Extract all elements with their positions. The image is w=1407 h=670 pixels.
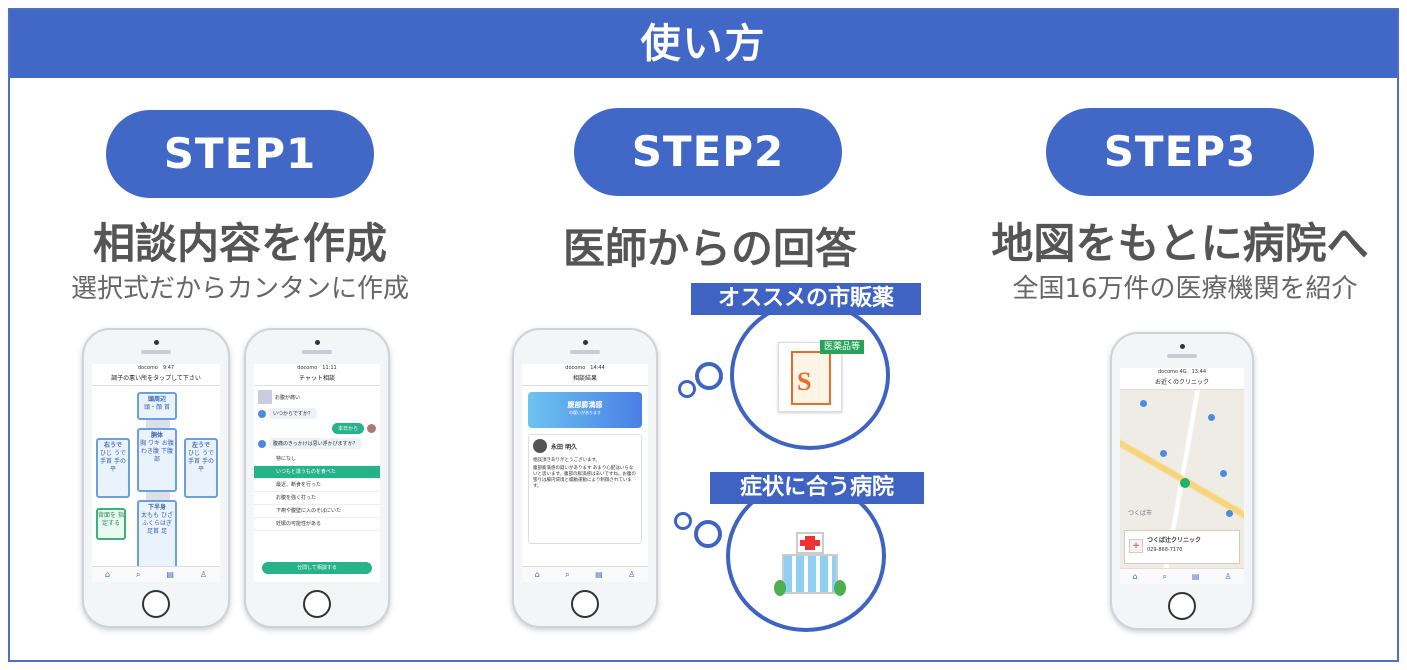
bot-avatar-icon [258, 439, 266, 448]
option-item-selected[interactable]: いつもと違うものを食べた [254, 466, 380, 479]
body-part-head[interactable]: 頭周辺頭・顔 首 [137, 392, 177, 420]
phone-body-map: docomo 9:47 調子の悪い所をタップして下さい 頭周辺頭・顔 首 胴体胸… [82, 328, 230, 628]
stomach-icon [258, 390, 272, 404]
body-map-screen: docomo 9:47 調子の悪い所をタップして下さい 頭周辺頭・顔 首 胴体胸… [92, 364, 220, 582]
hospital-icon: + [1129, 539, 1143, 553]
home-button [1168, 592, 1196, 620]
answer-text: 腹部膨満感の疑いがあります あまり心配はいらないと思います。腹部の膨満感は辛いで… [533, 466, 636, 489]
clinic-pin-icon[interactable] [1140, 400, 1147, 407]
step2-badge: STEP2 [574, 108, 842, 196]
result-screen: docomo 14:44 相談結果 腹部膨満感 の疑いがあります 永田 明久 相… [522, 364, 648, 582]
home-icon[interactable]: ⌂ [104, 570, 111, 579]
medicine-tag: オススメの市販薬 [691, 283, 921, 315]
user-avatar-icon [367, 424, 376, 433]
phone-chat: docomo 11:11 チャット相談 お腹が痛い いつからですか？ 本日から … [244, 328, 390, 628]
option-item[interactable]: 特になし [254, 453, 380, 466]
chat-screen: docomo 11:11 チャット相談 お腹が痛い いつからですか？ 本日から … [254, 364, 380, 582]
clinic-pin-icon[interactable] [1160, 450, 1167, 457]
tab-bar: ⌂ ⌕ ▤ ♙ [522, 566, 648, 582]
map-title: お近くのクリニック [1120, 376, 1244, 390]
home-icon[interactable]: ⌂ [534, 570, 540, 579]
map-area[interactable]: つくば市 + つくば辻クリニック 029-868-7170 [1120, 390, 1244, 568]
bot-avatar-icon [258, 409, 266, 418]
option-item[interactable]: お腹を強く打った [254, 492, 380, 505]
step3-badge: STEP3 [1046, 108, 1314, 196]
map-city-label: つくば市 [1128, 510, 1153, 517]
hospital-icon [774, 532, 846, 604]
chat-title: チャット相談 [254, 372, 380, 386]
document-icon[interactable]: ▤ [166, 570, 174, 579]
body-map-title: 調子の悪い所をタップして下さい [92, 372, 220, 386]
home-button [571, 590, 599, 618]
search-icon[interactable]: ⌕ [135, 569, 141, 579]
user-icon[interactable]: ♙ [199, 570, 208, 579]
result-title: 相談結果 [522, 372, 648, 386]
clinic-pin-icon[interactable] [1226, 510, 1233, 517]
step1-title: 相談内容を作成 [92, 219, 387, 268]
search-icon[interactable]: ⌕ [565, 569, 570, 579]
clinic-pin-icon[interactable] [1220, 470, 1227, 477]
diagnosis-card: 腹部膨満感 の疑いがあります [528, 392, 642, 428]
home-button [303, 590, 331, 618]
phone-result: docomo 14:44 相談結果 腹部膨満感 の疑いがあります 永田 明久 相… [512, 328, 658, 628]
step3-subtitle: 全国16万件の医療機関を紹介 [1012, 274, 1358, 304]
submit-button[interactable]: 仕問して相談する [262, 562, 372, 574]
clinic-pin-icon[interactable] [1208, 414, 1215, 421]
step1-badge: STEP1 [106, 110, 374, 198]
clinic-info-card[interactable]: + つくば辻クリニック 029-868-7170 [1124, 530, 1240, 564]
phone-clinic-map: docomo 4G 13:44 お近くのクリニック つくば市 + つくば辻クリニ… [1110, 332, 1254, 630]
option-item[interactable]: 妊娠の可能性がある [254, 518, 380, 531]
step2-title: 医師からの回答 [562, 224, 857, 273]
doctor-name: 永田 明久 [551, 443, 578, 451]
option-item[interactable]: 最近、断食を行った [254, 479, 380, 492]
clinic-phone[interactable]: 029-868-7170 [1147, 547, 1183, 553]
infographic-frame: 使い方 STEP1 STEP2 STEP3 相談内容を作成 選択式だからカンタン… [8, 8, 1399, 662]
tab-bar: ⌂ ⌕ ▤ ♙ [1120, 568, 1244, 584]
body-part-torso[interactable]: 胴体胸 ワキ お腹 わき腹 下腹部 [137, 428, 177, 492]
thought-dot [678, 380, 696, 398]
thought-dot [674, 512, 692, 530]
search-icon[interactable]: ⌕ [1162, 571, 1167, 581]
map-icon[interactable]: ▤ [1191, 572, 1200, 581]
document-icon[interactable]: ▤ [595, 570, 603, 579]
step3-title: 地図をもとに病院へ [991, 219, 1369, 268]
doctor-answer-card: 永田 明久 相談頂きありがとうございます。 腹部膨満感の疑いがあります あまり心… [528, 434, 642, 544]
body-part-left-arm[interactable]: 左うでひじ うで 手首 手の平 [184, 438, 218, 498]
map-screen: docomo 4G 13:44 お近くのクリニック つくば市 + つくば辻クリニ… [1120, 368, 1244, 584]
option-item[interactable]: 下痢や腹壁に入のそばにいた [254, 505, 380, 518]
chat-answer-1: 本日から [331, 423, 364, 434]
clinic-name: つくば辻クリニック [1147, 537, 1202, 544]
user-icon[interactable]: ♙ [628, 570, 636, 579]
medicine-badge: 医薬品等 [820, 340, 865, 354]
step1-subtitle: 選択式だからカンタンに作成 [70, 274, 409, 304]
thanks-text: 相談頂きありがとうございます。 [533, 458, 601, 463]
user-icon[interactable]: ♙ [1224, 572, 1232, 581]
body-part-lower[interactable]: 下半身太もも ひざ ふくらはぎ 足首 足 [137, 500, 177, 570]
thought-dot [695, 362, 723, 390]
chat-question-1: いつからですか？ [269, 408, 317, 419]
home-icon[interactable]: ⌂ [1132, 572, 1138, 581]
page-title: 使い方 [10, 10, 1397, 78]
tab-bar: ⌂ ⌕ ▤ ♙ [92, 566, 220, 582]
doctor-avatar-icon [533, 439, 547, 453]
thought-dot [694, 520, 722, 548]
chat-question-2: 腹痛のきっかけは思い浮かびますか？ [269, 438, 362, 449]
home-button [142, 590, 170, 618]
back-side-button[interactable]: 背面を 指定する [96, 508, 126, 540]
hospital-tag: 症状に合う病院 [710, 472, 924, 504]
complaint-text: お腹が痛い [275, 394, 301, 401]
body-part-right-arm[interactable]: 右うでひじ うで 手首 手の平 [96, 438, 130, 498]
selected-clinic-pin-icon[interactable] [1180, 478, 1190, 488]
medicine-bubble: S 医薬品等 [730, 300, 890, 450]
